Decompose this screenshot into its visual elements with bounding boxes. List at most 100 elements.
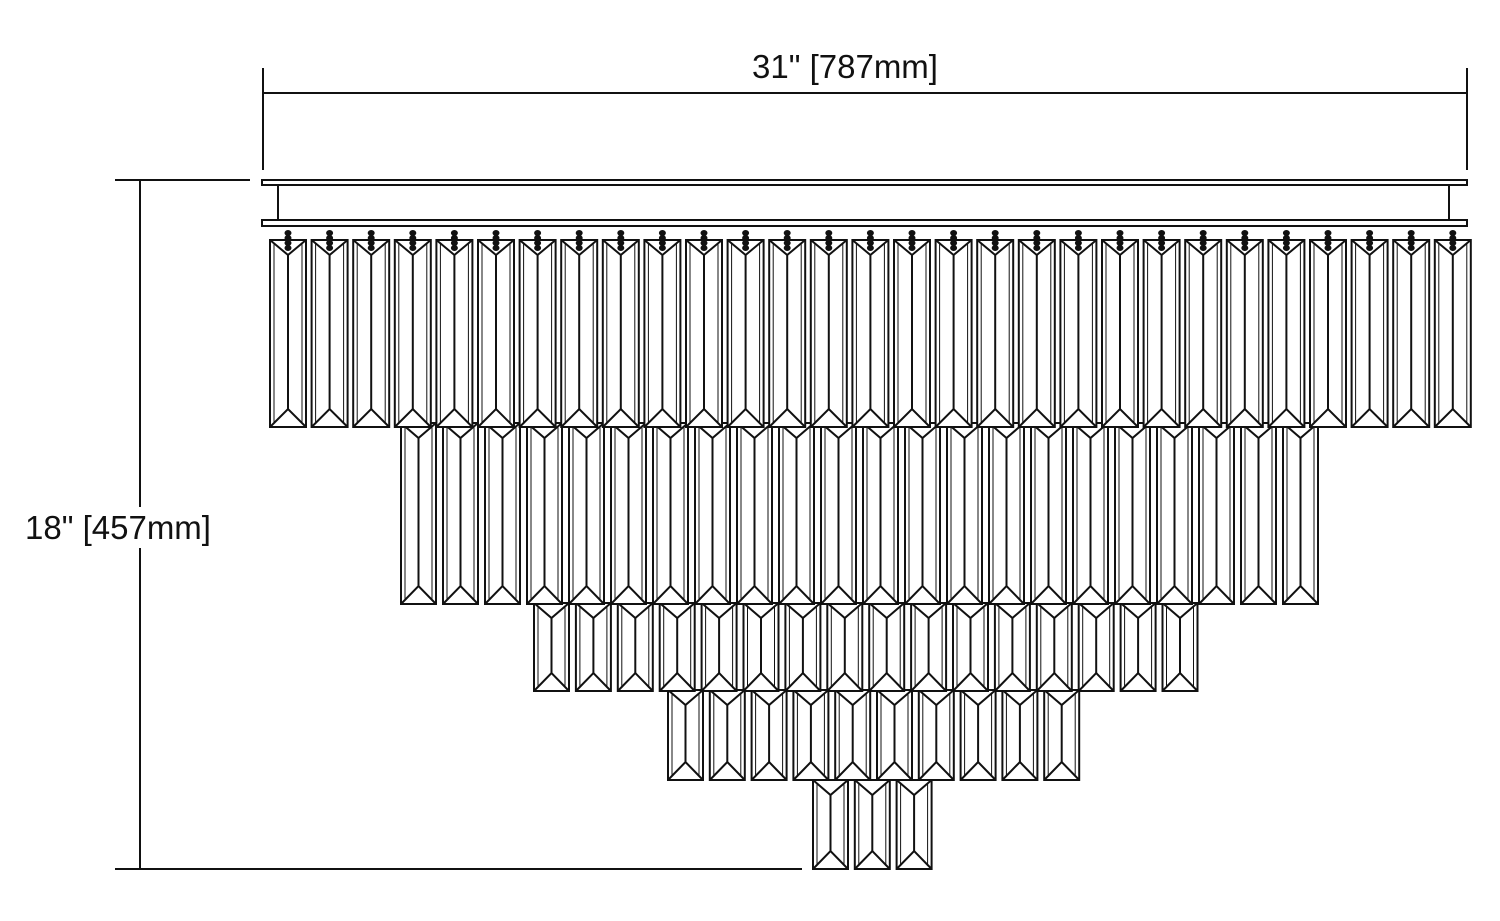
canopy — [261, 179, 1468, 227]
crystal-prism — [904, 422, 941, 605]
crystal-hook-icon — [617, 230, 625, 251]
crystal-prism — [812, 779, 849, 870]
crystal-hook-icon — [367, 230, 375, 251]
crystal-hook-icon — [1366, 230, 1374, 251]
crystal-hook-icon — [825, 230, 833, 251]
crystal-hook-icon — [700, 230, 708, 251]
crystal-prism — [993, 602, 1031, 692]
crystal-hook-icon — [658, 230, 666, 251]
crystal-hook-icon — [450, 230, 458, 251]
crystal-hook-icon — [1449, 230, 1457, 251]
crystal-prism — [700, 602, 738, 692]
crystal-hook-icon — [492, 230, 500, 251]
crystal-prism — [910, 602, 948, 692]
crystal-tier-5 — [812, 779, 933, 870]
crystal-hook-icon — [326, 230, 334, 251]
crystal-prism — [269, 239, 307, 428]
crystal-hook-icon — [950, 230, 958, 251]
crystal-prism — [310, 239, 349, 428]
crystal-prism — [1198, 422, 1235, 605]
crystal-prism — [694, 422, 731, 605]
crystal-hook-icon — [284, 230, 292, 251]
crystal-hook-icon — [1074, 230, 1082, 251]
crystal-prism — [1433, 239, 1472, 428]
crystal-prism — [533, 602, 570, 692]
crystal-prism — [876, 689, 913, 781]
crystal-prism — [834, 689, 872, 781]
crystal-prism — [1184, 239, 1223, 428]
crystal-prism — [853, 779, 891, 870]
crystal-hook-icon — [1158, 230, 1166, 251]
crystal-prism — [1156, 422, 1193, 605]
crystal-prism — [393, 239, 432, 428]
width-dimension-label: 31" [787mm] — [752, 48, 938, 85]
crystal-prism — [352, 239, 391, 428]
crystal-prism — [851, 239, 890, 428]
crystal-tiers — [269, 230, 1472, 870]
crystal-hook-icon — [1324, 230, 1332, 251]
canopy-top-plate — [261, 179, 1468, 186]
crystal-hook-icon — [991, 230, 999, 251]
crystal-prism — [1240, 422, 1277, 605]
crystal-prism — [959, 689, 997, 781]
crystal-prism — [643, 239, 682, 428]
crystal-tier-3 — [533, 602, 1199, 692]
crystal-hook-icon — [1282, 230, 1290, 251]
crystal-prism — [768, 239, 807, 428]
crystal-prism — [1225, 239, 1264, 428]
crystal-tier-1 — [269, 230, 1472, 428]
crystal-hook-icon — [575, 230, 583, 251]
crystal-prism — [560, 239, 599, 428]
crystal-tier-4 — [667, 689, 1081, 781]
crystal-prism — [742, 602, 780, 692]
crystal-prism — [708, 689, 746, 781]
crystal-prism — [917, 689, 955, 781]
crystal-prism — [601, 239, 640, 428]
crystal-prism — [895, 779, 933, 870]
crystal-prism — [1392, 239, 1431, 428]
crystal-prism — [946, 422, 983, 605]
crystal-prism — [1267, 239, 1306, 428]
height-dimension-label: 18" [457mm] — [25, 507, 211, 548]
crystal-hook-icon — [783, 230, 791, 251]
crystal-prism — [400, 422, 437, 605]
crystal-prism — [750, 689, 788, 781]
crystal-prism — [1161, 602, 1199, 692]
crystal-prism — [667, 689, 704, 781]
crystal-prism — [652, 422, 689, 605]
crystal-prism — [976, 239, 1015, 428]
crystal-prism — [1309, 239, 1347, 428]
crystal-prism — [1282, 422, 1319, 605]
crystal-prism — [1030, 422, 1067, 605]
crystal-hook-icon — [1407, 230, 1415, 251]
crystal-prism — [1350, 239, 1389, 428]
crystal-prism — [685, 239, 723, 428]
crystal-prism — [610, 422, 647, 605]
crystal-tier-2 — [400, 422, 1319, 605]
crystal-prism — [952, 602, 989, 692]
canopy-bottom-plate — [261, 219, 1468, 227]
crystal-prism — [435, 239, 474, 428]
crystal-hook-icon — [1199, 230, 1207, 251]
crystal-prism — [784, 602, 822, 692]
crystal-prism — [826, 602, 864, 692]
crystal-hook-icon — [1116, 230, 1124, 251]
crystal-hook-icon — [1241, 230, 1249, 251]
crystal-prism — [1077, 602, 1115, 692]
crystal-prism — [1001, 689, 1039, 781]
crystal-prism — [893, 239, 931, 428]
crystal-prism — [1059, 239, 1098, 428]
crystal-prism — [568, 422, 605, 605]
crystal-prism — [934, 239, 973, 428]
crystal-prism — [1017, 239, 1056, 428]
crystal-prism — [1043, 689, 1081, 781]
crystal-prism — [574, 602, 612, 692]
crystal-prism — [1101, 239, 1139, 428]
crystal-prism — [1119, 602, 1157, 692]
crystal-prism — [726, 239, 765, 428]
crystal-prism — [616, 602, 654, 692]
crystal-hook-icon — [742, 230, 750, 251]
crystal-prism — [1072, 422, 1109, 605]
crystal-hook-icon — [866, 230, 874, 251]
